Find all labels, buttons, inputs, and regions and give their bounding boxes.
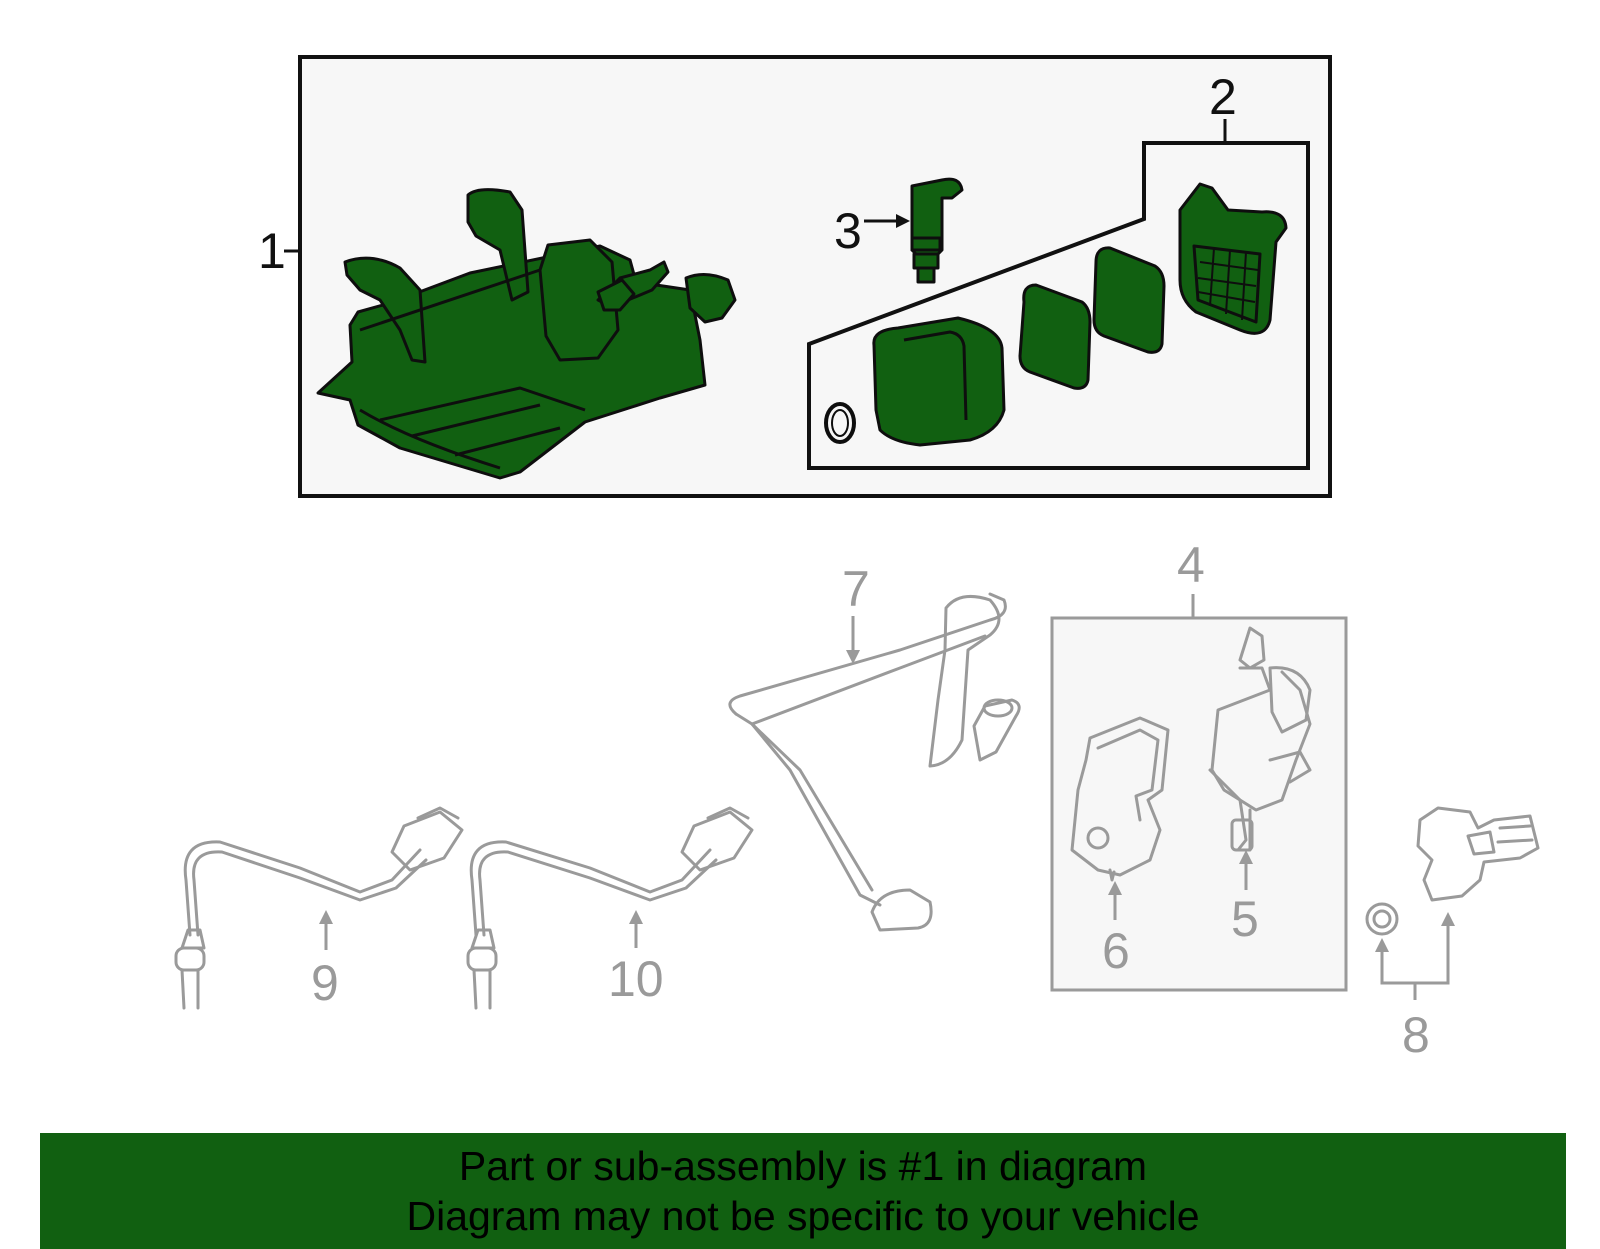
solenoid-part-5 bbox=[1208, 626, 1312, 852]
callout-2: 2 bbox=[1209, 69, 1237, 125]
subassembly-2-parts bbox=[824, 182, 1288, 447]
filter-housing bbox=[872, 316, 1006, 447]
footer-line-2: Diagram may not be specific to your vehi… bbox=[406, 1193, 1200, 1239]
callout-10: 10 bbox=[608, 951, 664, 1007]
callout-4: 4 bbox=[1177, 537, 1205, 593]
bracket-part-6 bbox=[1070, 716, 1170, 882]
footer-banner: Part or sub-assembly is #1 in diagram Di… bbox=[40, 1133, 1566, 1249]
gasket-a bbox=[1018, 283, 1092, 390]
callout-7: 7 bbox=[842, 561, 870, 617]
kit-4-frame bbox=[1050, 616, 1348, 992]
sensor-part-10 bbox=[466, 806, 754, 1010]
valve-part-3 bbox=[910, 177, 964, 284]
hose-part-7 bbox=[728, 592, 1021, 932]
gasket-b bbox=[1092, 246, 1166, 354]
callout-5: 5 bbox=[1231, 891, 1259, 947]
callout-6: 6 bbox=[1102, 923, 1130, 979]
canister-part-1 bbox=[316, 188, 737, 480]
callout-1: 1 bbox=[258, 223, 286, 279]
sensor-part-8 bbox=[1365, 806, 1540, 936]
callout-3-arrowhead bbox=[896, 214, 910, 228]
callout-3: 3 bbox=[834, 203, 862, 259]
callout-8: 8 bbox=[1402, 1007, 1430, 1063]
sensor-part-9 bbox=[174, 806, 464, 1010]
o-ring bbox=[824, 402, 856, 444]
footer-line-1: Part or sub-assembly is #1 in diagram bbox=[458, 1143, 1148, 1189]
inactive-leaders bbox=[319, 616, 1455, 1000]
screen-cover bbox=[1178, 182, 1288, 335]
callout-9: 9 bbox=[311, 955, 339, 1011]
solenoid-kit-part-4 bbox=[1050, 594, 1348, 992]
